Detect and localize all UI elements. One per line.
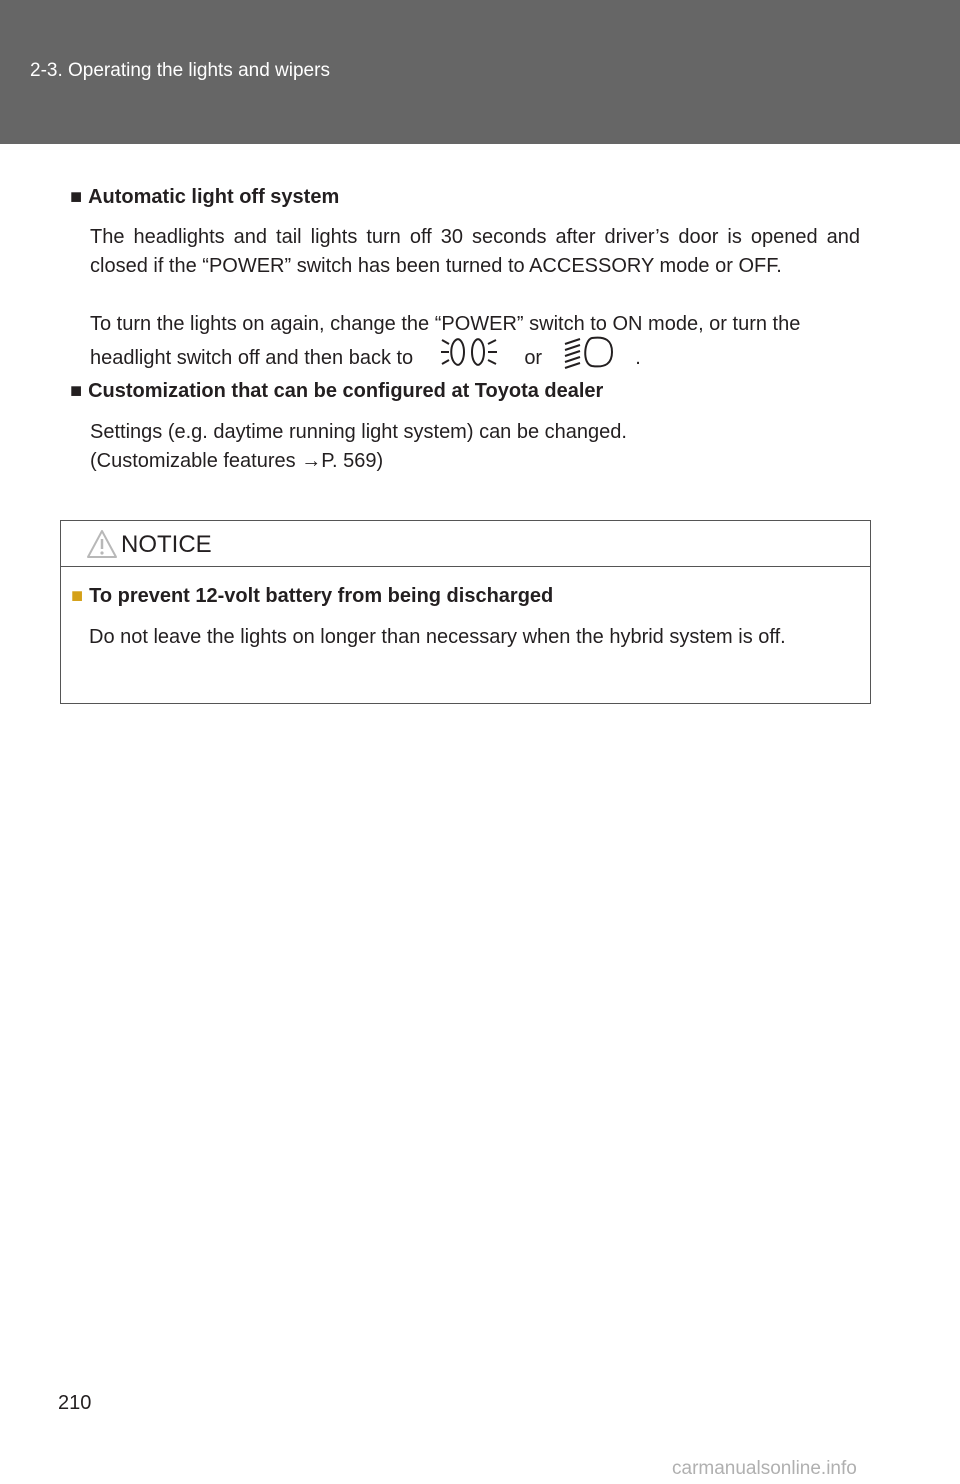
headlight-icon (562, 335, 616, 378)
bullet-square: ■ (70, 380, 83, 402)
period: . (635, 346, 641, 369)
section-heading: 2-3. Operating the lights and wipers (30, 60, 330, 81)
warning-icon (86, 529, 118, 564)
paragraph-text: To turn the lights on again, change the … (90, 313, 801, 369)
page-number: 210 (58, 1392, 92, 1414)
arrow-icon: → (301, 450, 322, 472)
paragraph-customization: Settings (e.g. daytime running light sys… (90, 418, 860, 476)
notice-subtitle: ■To prevent 12-volt battery from being d… (71, 585, 553, 608)
section-title-text: Customization that can be configured at … (88, 380, 604, 402)
section-title-customization: ■Customization that can be configured at… (70, 380, 603, 403)
notice-subtitle-text: To prevent 12-volt battery from being di… (89, 585, 554, 607)
bullet-square: ■ (70, 186, 83, 208)
notice-title: NOTICE (121, 531, 212, 558)
customizable-features-text: (Customizable features (90, 450, 296, 472)
customization-line-1: Settings (e.g. daytime running light sys… (90, 421, 627, 443)
notice-box: NOTICE ■To prevent 12-volt battery from … (60, 520, 871, 704)
section-title-text: Automatic light off system (88, 186, 340, 208)
tail-light-icon (437, 335, 501, 378)
notice-text: Do not leave the lights on longer than n… (89, 626, 786, 648)
watermark: carmanualsonline.info (672, 1458, 857, 1479)
bullet-square: ■ (71, 585, 84, 607)
section-title-auto-light-off: ■Automatic light off system (70, 186, 339, 209)
paragraph-turn-lights-on: To turn the lights on again, change the … (90, 310, 860, 378)
customization-line-2: (Customizable features →P. 569) (90, 447, 860, 476)
or-word: or (524, 346, 543, 369)
paragraph-auto-light-off: The headlights and tail lights turn off … (90, 226, 860, 277)
page-reference-link[interactable]: P. 569) (321, 450, 384, 472)
notice-header: NOTICE (61, 521, 870, 567)
page-header: 2-3. Operating the lights and wipers (0, 0, 960, 144)
